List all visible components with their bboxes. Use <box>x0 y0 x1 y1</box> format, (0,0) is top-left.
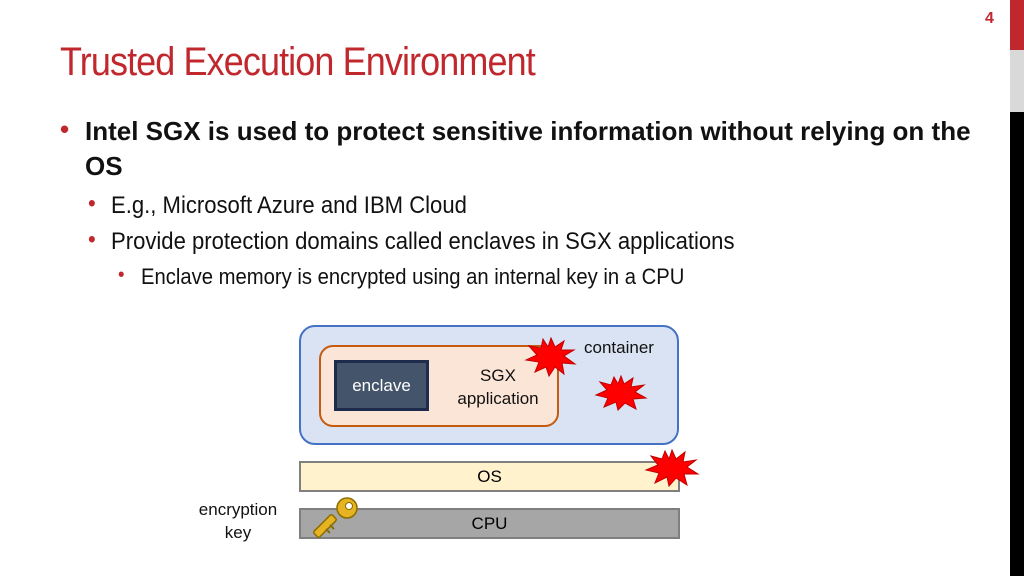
sgx-label-line1: SGX <box>480 366 516 385</box>
cpu-layer: CPU <box>299 508 680 539</box>
sidebar-gray-bar <box>1010 50 1024 112</box>
bullet-dot: • <box>60 114 70 144</box>
bullet-text: E.g., Microsoft Azure and IBM Cloud <box>111 192 467 219</box>
slide-title: Trusted Execution Environment <box>60 40 536 84</box>
bullet-level3: • Enclave memory is encrypted using an i… <box>118 262 920 292</box>
encryption-key-label: encryption key <box>190 498 286 544</box>
sgx-label-line2: application <box>457 389 539 408</box>
key-icon <box>313 497 358 538</box>
sidebar-black-bar <box>1010 112 1024 576</box>
enclave-box: enclave <box>334 360 429 411</box>
bullet-level1: • Intel SGX is used to protect sensitive… <box>60 114 990 184</box>
container-label: container <box>584 338 654 357</box>
bullet-dot: • <box>118 264 125 286</box>
os-layer: OS <box>299 461 680 492</box>
bullet-level2: • Provide protection domains called encl… <box>88 226 918 258</box>
attack-burst-icon <box>594 374 648 411</box>
sidebar-red-bar <box>1010 0 1024 50</box>
bullet-dot: • <box>88 226 96 253</box>
key-label-line2: key <box>224 523 252 542</box>
bullet-text: Enclave memory is encrypted using an int… <box>141 264 685 289</box>
bullet-text: Provide protection domains called enclav… <box>111 228 735 255</box>
page-number: 4 <box>985 10 994 27</box>
slide-sidebar <box>1010 0 1024 576</box>
attack-burst-icon <box>644 448 700 488</box>
key-label-line1: encryption <box>198 500 278 519</box>
attack-burst-icon <box>524 336 577 378</box>
bullet-level2: • E.g., Microsoft Azure and IBM Cloud <box>88 190 918 222</box>
bullet-text: Intel SGX is used to protect sensitive i… <box>85 116 971 181</box>
bullet-list: • Intel SGX is used to protect sensitive… <box>60 114 990 292</box>
sgx-application-label: SGX application <box>448 364 548 410</box>
bullet-dot: • <box>88 190 96 217</box>
